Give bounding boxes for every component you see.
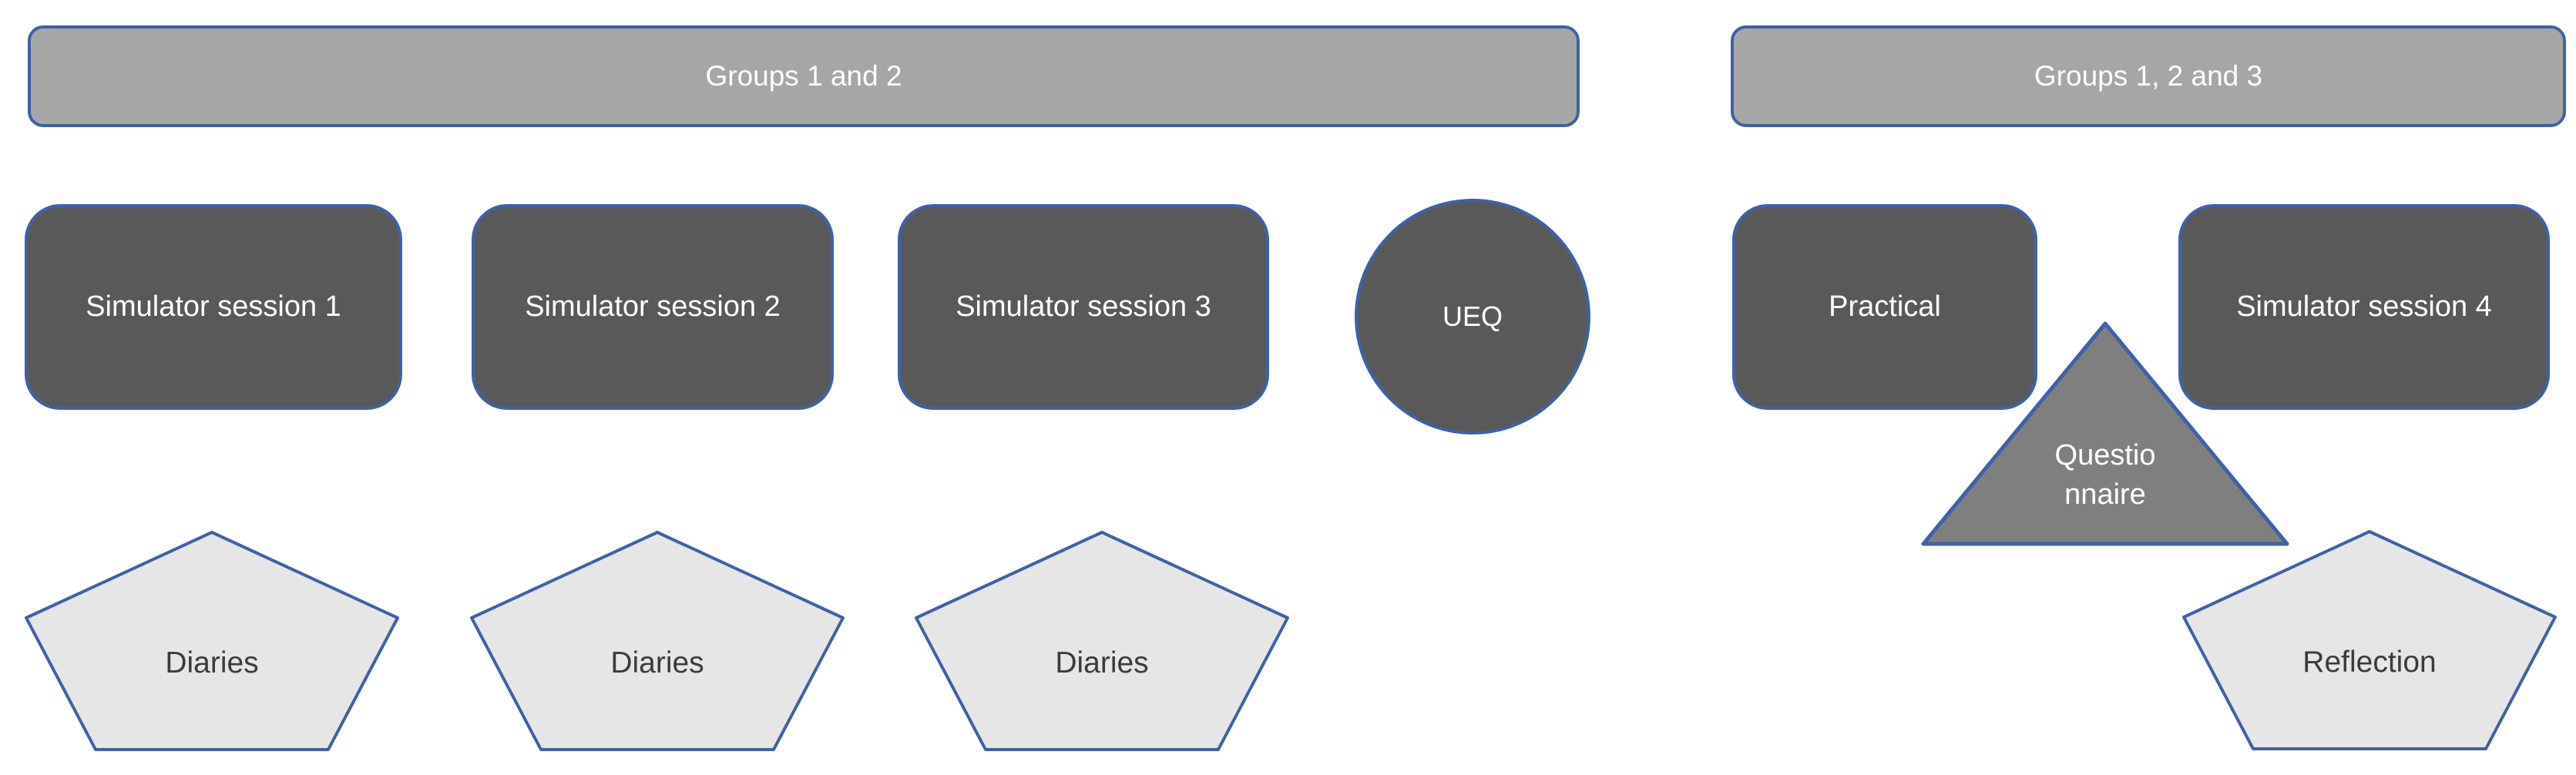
pentagon-diaries-1: Diaries — [23, 529, 401, 753]
header-groups-1-and-2: Groups 1 and 2 — [28, 25, 1580, 127]
pentagon-shape — [470, 531, 845, 751]
box-simulator-session-3: Simulator session 3 — [898, 204, 1269, 410]
box-practical: Practical — [1732, 204, 2037, 410]
pentagon-diaries-3-label: Diaries — [1055, 646, 1149, 679]
header-groups-1-2-and-3: Groups 1, 2 and 3 — [1731, 25, 2566, 127]
box-simulator-session-3-label: Simulator session 3 — [956, 290, 1211, 324]
pentagon-diaries-3: Diaries — [913, 529, 1291, 753]
pentagon-reflection: Reflection — [2181, 528, 2558, 752]
pentagon-diaries-1-label: Diaries — [165, 646, 259, 679]
box-simulator-session-4-label: Simulator session 4 — [2236, 290, 2492, 324]
triangle-questionnaire-label-line2: nnaire — [2064, 478, 2146, 512]
pentagon-shape — [915, 531, 1289, 751]
triangle-questionnaire-label-line1: Questio — [2054, 439, 2156, 471]
pentagon-shape — [2182, 530, 2557, 750]
circle-ueq-label: UEQ — [1442, 300, 1503, 332]
box-simulator-session-1: Simulator session 1 — [25, 204, 402, 410]
box-simulator-session-1-label: Simulator session 1 — [86, 290, 341, 324]
pentagon-diaries-2-label: Diaries — [610, 646, 704, 679]
box-practical-label: Practical — [1829, 290, 1941, 324]
box-simulator-session-4: Simulator session 4 — [2178, 204, 2550, 410]
box-simulator-session-2-label: Simulator session 2 — [525, 290, 781, 324]
pentagon-diaries-2: Diaries — [469, 529, 846, 753]
pentagon-reflection-label: Reflection — [2302, 646, 2437, 679]
circle-ueq: UEQ — [1355, 199, 1590, 434]
box-simulator-session-2: Simulator session 2 — [472, 204, 834, 410]
pentagon-shape — [25, 531, 399, 751]
header-groups-1-and-2-label: Groups 1 and 2 — [705, 60, 902, 92]
header-groups-1-2-and-3-label: Groups 1, 2 and 3 — [2034, 60, 2263, 92]
